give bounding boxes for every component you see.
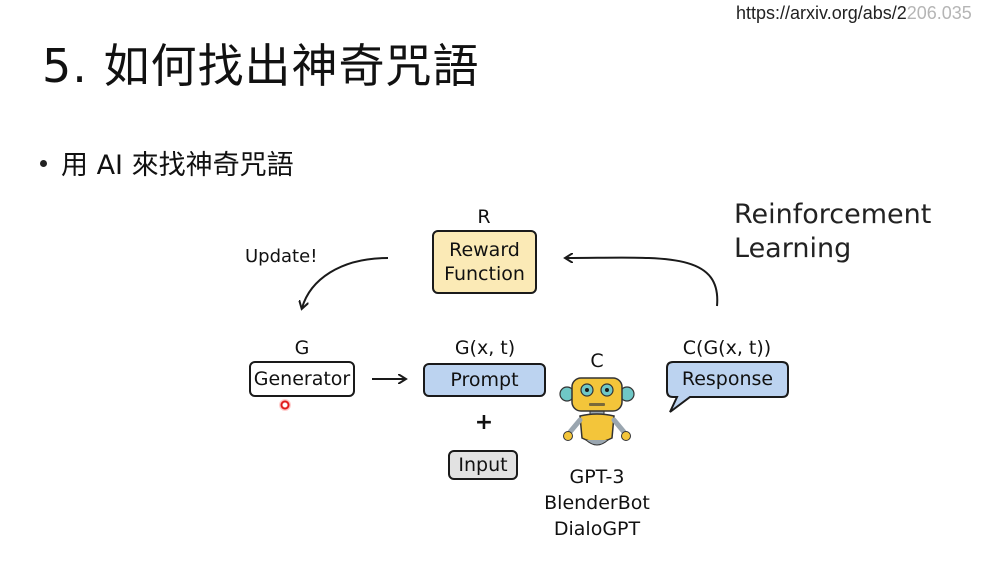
prompt-label: Prompt bbox=[450, 369, 519, 391]
response-bubble bbox=[666, 361, 789, 413]
plus-sign: + bbox=[474, 410, 494, 435]
rl-feedback-arrow bbox=[566, 258, 719, 307]
chatbot-name-blenderbot: BlenderBot bbox=[544, 492, 650, 514]
input-box: Input bbox=[448, 450, 518, 480]
update-label: Update! bbox=[245, 246, 318, 267]
url-text-faded: 206.035 bbox=[906, 3, 972, 23]
bullet-item: 用 AI 來找神奇咒語 bbox=[40, 143, 294, 182]
reward-function-box: Reward Function bbox=[432, 230, 537, 294]
response-label: Response bbox=[681, 368, 774, 390]
robot-icon bbox=[559, 377, 635, 446]
bullet-dot-icon bbox=[40, 160, 47, 167]
chatbot-name-dialogpt: DialoGPT bbox=[553, 518, 641, 540]
bullet-text: 用 AI 來找神奇咒語 bbox=[61, 150, 294, 181]
generator-symbol: G bbox=[294, 337, 310, 359]
generator-label: Generator bbox=[253, 368, 351, 390]
laser-pointer-icon bbox=[279, 399, 291, 411]
input-label: Input bbox=[458, 454, 508, 476]
rl-label-line2: Learning bbox=[734, 233, 852, 264]
rl-label: Reinforcement Learning bbox=[734, 198, 931, 266]
prompt-box: Prompt bbox=[423, 363, 546, 397]
generator-box: Generator bbox=[249, 361, 355, 397]
response-symbol: C(G(x, t)) bbox=[682, 337, 772, 359]
url-text: https://arxiv.org/abs/2 bbox=[736, 3, 907, 23]
update-arrow bbox=[302, 257, 389, 308]
browser-url-bar[interactable]: https://arxiv.org/abs/2206.035 bbox=[736, 0, 1001, 26]
reward-label-line2: Function bbox=[444, 263, 525, 285]
rl-label-line1: Reinforcement bbox=[734, 199, 932, 230]
slide-title: 5. 如何找出神奇咒語 bbox=[42, 39, 480, 93]
reward-symbol: R bbox=[477, 206, 491, 228]
chatbot-names: GPT-3 BlenderBot DialoGPT bbox=[530, 464, 664, 542]
chatbot-name-gpt3: GPT-3 bbox=[569, 466, 625, 488]
chatbot-symbol: C bbox=[590, 350, 604, 372]
prompt-symbol: G(x, t) bbox=[454, 337, 516, 359]
reward-label-line1: Reward bbox=[449, 239, 520, 261]
